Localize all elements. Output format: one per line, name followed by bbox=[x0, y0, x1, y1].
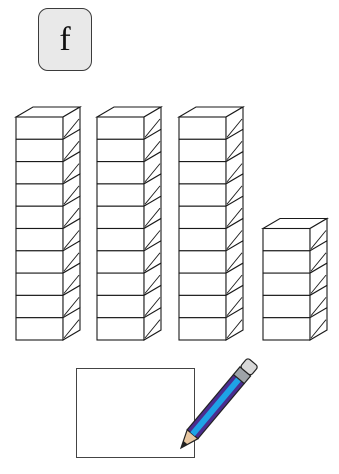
pencil-icon bbox=[0, 0, 339, 474]
